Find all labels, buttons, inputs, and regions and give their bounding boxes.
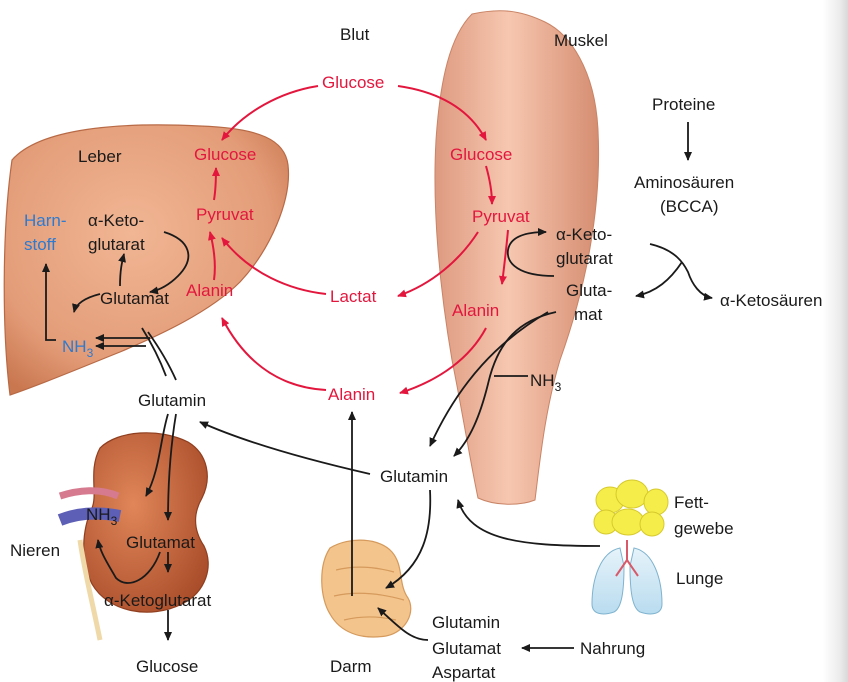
label-muskel: Muskel bbox=[554, 31, 608, 50]
fat-tissue-shape bbox=[594, 480, 668, 536]
label-muscle-glutamat-2: mat bbox=[574, 305, 603, 324]
label-aminosaeuren: Aminosäuren bbox=[634, 173, 734, 192]
label-muscle-glutamat-1: Gluta- bbox=[566, 281, 612, 300]
label-muscle-ketoglutarat-1: α-Keto- bbox=[556, 225, 612, 244]
label-nahrung: Nahrung bbox=[580, 639, 645, 658]
label-liver-ketoglutarat-1: α-Keto- bbox=[88, 211, 144, 230]
label-alanin-muskel: Alanin bbox=[452, 301, 499, 320]
label-lactat: Lactat bbox=[330, 287, 377, 306]
label-blut: Blut bbox=[340, 25, 370, 44]
label-food-glutamat: Glutamat bbox=[432, 639, 501, 658]
label-kidney-glutamat: Glutamat bbox=[126, 533, 195, 552]
label-liver-ketoglutarat-2: glutarat bbox=[88, 235, 145, 254]
label-glucose-muskel: Glucose bbox=[450, 145, 512, 164]
label-nieren: Nieren bbox=[10, 541, 60, 560]
label-glucose-blut: Glucose bbox=[322, 73, 384, 92]
label-food-aspartat: Aspartat bbox=[432, 663, 496, 682]
label-proteine: Proteine bbox=[652, 95, 715, 114]
intestine-shape bbox=[322, 540, 411, 637]
label-fettgewebe-2: gewebe bbox=[674, 519, 734, 538]
label-harnstoff-2: stoff bbox=[24, 235, 56, 254]
label-kidney-glucose: Glucose bbox=[136, 657, 198, 676]
label-pyruvat-leber: Pyruvat bbox=[196, 205, 254, 224]
label-glutamin-mitte: Glutamin bbox=[380, 467, 448, 486]
label-liver-glutamat: Glutamat bbox=[100, 289, 169, 308]
label-glutamin-leber: Glutamin bbox=[138, 391, 206, 410]
label-darm: Darm bbox=[330, 657, 372, 676]
label-alanin-leber: Alanin bbox=[186, 281, 233, 300]
liver-shape bbox=[4, 125, 288, 395]
lung-shape bbox=[592, 540, 662, 614]
label-ketosaeuren: α-Ketosäuren bbox=[720, 291, 822, 310]
label-leber: Leber bbox=[78, 147, 122, 166]
label-fettgewebe-1: Fett- bbox=[674, 493, 709, 512]
label-alanin-blut: Alanin bbox=[328, 385, 375, 404]
label-muscle-ketoglutarat-2: glutarat bbox=[556, 249, 613, 268]
label-glucose-leber: Glucose bbox=[194, 145, 256, 164]
label-bcca: (BCCA) bbox=[660, 197, 719, 216]
label-harnstoff-1: Harn- bbox=[24, 211, 67, 230]
label-pyruvat-muskel: Pyruvat bbox=[472, 207, 530, 226]
label-lunge: Lunge bbox=[676, 569, 723, 588]
label-food-glutamin: Glutamin bbox=[432, 613, 500, 632]
label-kidney-ketoglutarat: α-Ketoglutarat bbox=[104, 591, 211, 610]
